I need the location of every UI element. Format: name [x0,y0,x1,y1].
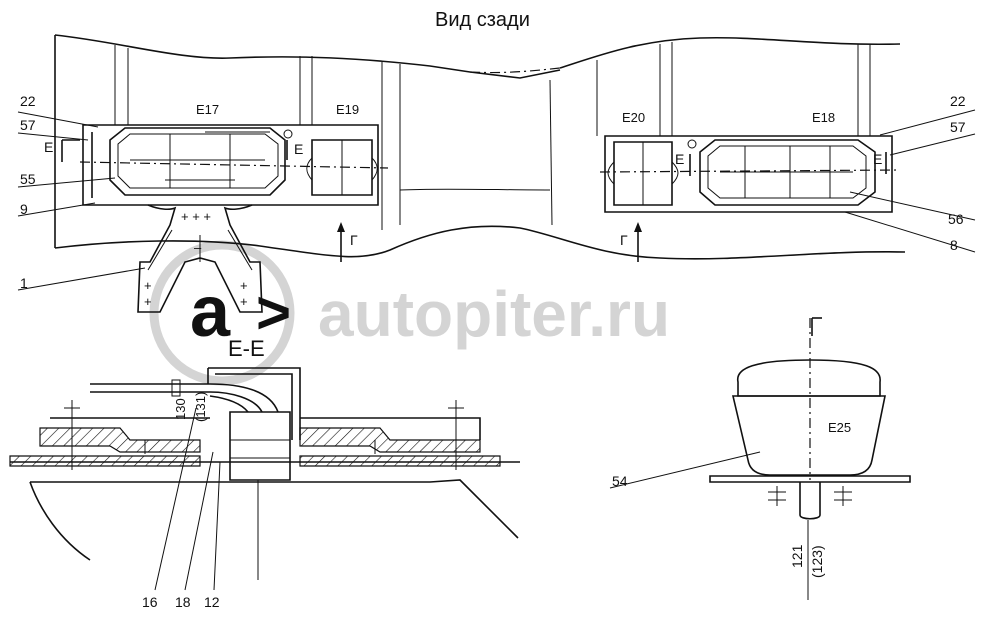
callout-22-left: 22 [20,93,36,109]
callout-55: 55 [20,171,36,187]
svg-text:–: – [194,240,202,255]
callout-57-right: 57 [950,119,966,135]
callout-lines [17,109,976,489]
section-mark-g-1: Г [350,232,358,248]
callout-56: 56 [948,211,964,227]
svg-text:+: + [240,278,248,293]
drawing-title: Вид сзади [435,9,530,31]
zone-e20: E20 [622,110,645,125]
wire-131: (131) [193,392,208,422]
section-markers: E E E E Г Г [44,139,887,262]
zone-e25: E25 [828,420,851,435]
zone-e19: E19 [336,102,359,117]
right-lamp-panel [599,135,901,213]
watermark: a > autopiter.ru [149,240,670,386]
left-lamp-panel [79,124,389,206]
svg-text:+: + [240,294,248,309]
svg-text:+: + [144,278,152,293]
zone-e17: E17 [196,102,219,117]
wire-121: 121 [789,544,805,568]
wire-130: 130 [173,398,188,420]
svg-text:+ + +: + + + [181,209,211,224]
callout-12: 12 [204,594,220,610]
callout-22-right: 22 [950,93,966,109]
callout-18: 18 [175,594,191,610]
section-mark-e-2: E [294,141,303,157]
callout-1: 1 [20,275,28,291]
svg-text:+: + [144,294,152,309]
zone-e18: E18 [812,110,835,125]
callout-8: 8 [950,237,958,253]
section-mark-e-3: E [675,151,684,167]
callout-54: 54 [612,473,628,489]
section-title: Е-Е [228,336,265,361]
rear-body-outline [54,34,906,260]
callout-9: 9 [20,201,28,217]
section-e-e-drawing [9,367,520,591]
watermark-text: autopiter.ru [318,278,670,350]
callout-16: 16 [142,594,158,610]
e25-lamp-drawing [709,317,911,600]
section-mark-e-1: E [44,139,53,155]
callout-57-left: 57 [20,117,36,133]
section-mark-g-2: Г [620,232,628,248]
svg-text:a: a [190,272,231,352]
section-mark-e-4: E [873,151,882,167]
wire-123: (123) [809,545,825,578]
bracket: + + + + + + + – [137,204,263,313]
